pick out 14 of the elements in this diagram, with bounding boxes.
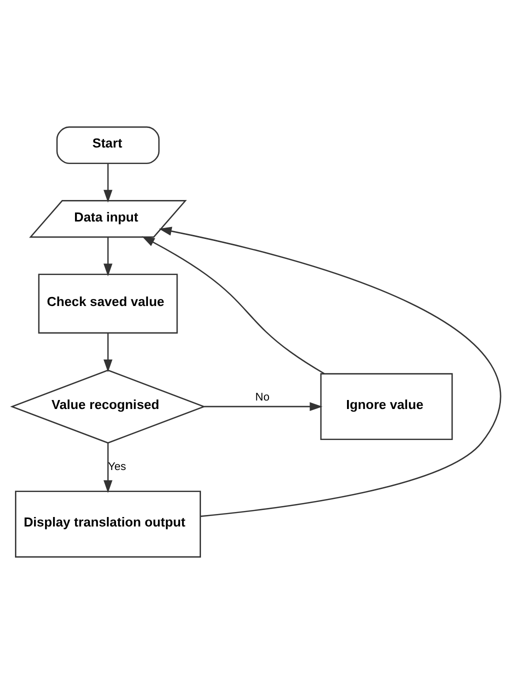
arrow (104, 236, 112, 276)
arrow (104, 332, 112, 372)
node-box: Check saved value (38, 273, 178, 334)
arrow (142, 236, 325, 374)
node-diamond: Value recognised (10, 369, 206, 444)
edge-label: Yes (108, 460, 126, 472)
node-box: Start (56, 126, 160, 164)
arrow (104, 163, 112, 202)
arrow (158, 226, 500, 516)
arrow (204, 402, 322, 411)
edge-label: No (255, 390, 270, 403)
node-box: Ignore value (320, 372, 453, 440)
node-box: Display translation output (14, 490, 201, 558)
arrow (104, 442, 112, 492)
